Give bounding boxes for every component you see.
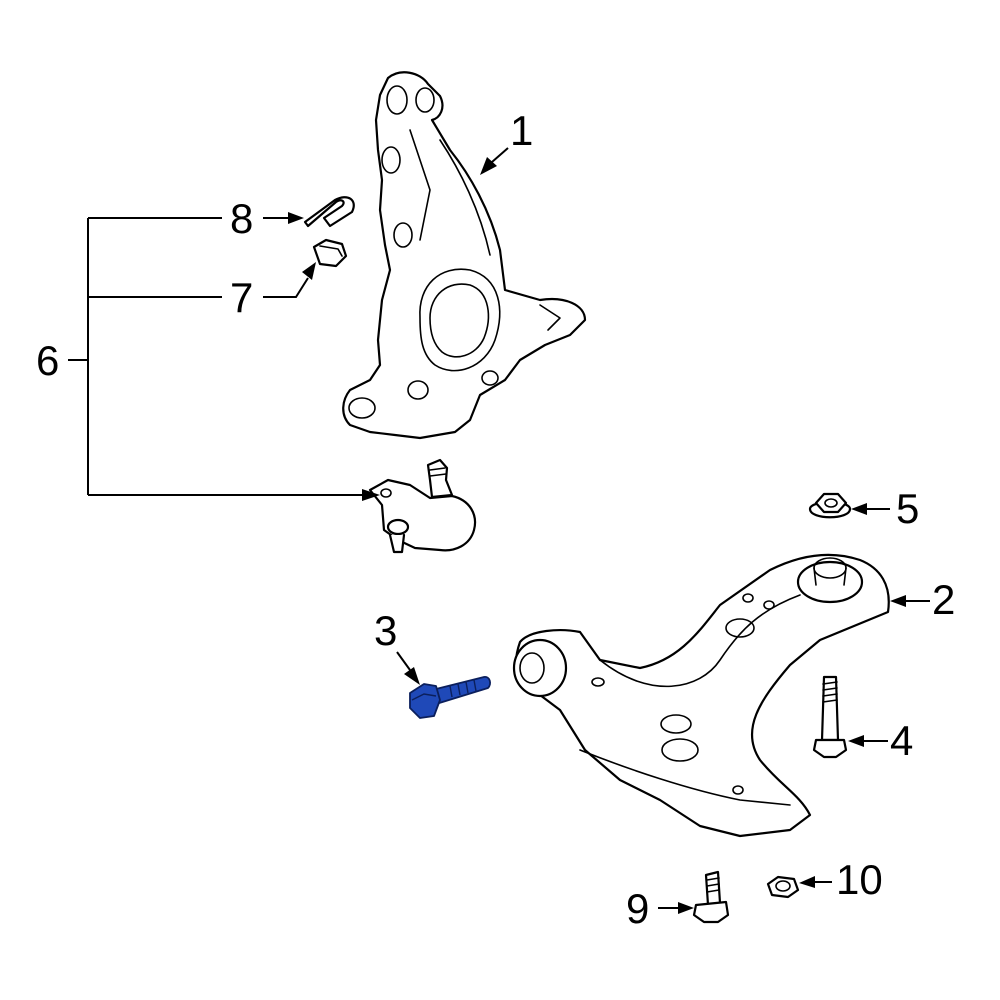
callout-2: 2 — [932, 576, 955, 623]
castle-nut[interactable] — [312, 238, 348, 268]
nut[interactable] — [766, 875, 800, 899]
highlighted-bolt[interactable] — [409, 676, 491, 719]
short-bolt[interactable] — [692, 870, 730, 924]
callout-1: 1 — [510, 107, 533, 154]
cotter-clip[interactable] — [303, 196, 355, 228]
callout-5: 5 — [896, 485, 919, 532]
leader-lines — [68, 147, 930, 914]
callout-7: 7 — [230, 274, 253, 321]
lower-control-arm[interactable] — [512, 553, 890, 838]
callout-6: 6 — [36, 337, 59, 384]
flange-nut[interactable] — [808, 492, 852, 519]
callout-8: 8 — [230, 195, 253, 242]
ball-joint[interactable] — [368, 458, 477, 554]
callout-4: 4 — [890, 717, 913, 764]
callout-3: 3 — [374, 607, 397, 654]
callout-9: 9 — [626, 885, 649, 932]
vertical-bolt[interactable] — [812, 675, 848, 759]
callout-10: 10 — [836, 856, 883, 903]
steering-knuckle[interactable] — [342, 71, 587, 440]
